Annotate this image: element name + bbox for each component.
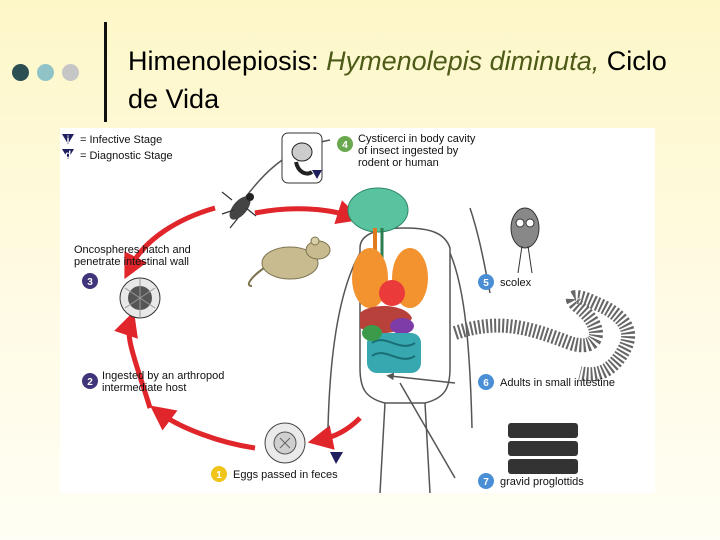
- legend-diagnostic-text: = Diagnostic Stage: [80, 150, 173, 162]
- step-7-number: 7: [483, 477, 489, 488]
- legend-infective-marker: i: [67, 135, 70, 146]
- life-cycle-svg: i = Infective Stage d = Diagnostic Stage: [62, 132, 636, 493]
- step-2-line2: intermediate host: [102, 382, 186, 394]
- title-scientific-name: Hymenolepis diminuta,: [326, 46, 600, 76]
- step-1-number: 1: [216, 470, 222, 481]
- slide-title: Himenolepiosis: Hymenolepis diminuta, Ci…: [128, 42, 688, 118]
- pointer-adults: [386, 372, 456, 384]
- arrow-3-to-insect: [124, 205, 216, 280]
- cysticercoid-icon: [281, 132, 323, 184]
- step-1: 1 Eggs passed in feces: [211, 466, 338, 482]
- human-body-icon: [327, 187, 473, 493]
- step-4-line2: of insect ingested by: [358, 145, 459, 157]
- bullet-dot-dark: [12, 64, 29, 81]
- step-3: Oncospheres hatch and penetrate intestin…: [74, 244, 191, 289]
- step-4: 4 Cysticerci in body cavity of insect in…: [337, 133, 476, 169]
- bullet-dot-teal: [37, 64, 54, 81]
- step-2-line1: Ingested by an arthropod: [102, 370, 224, 382]
- step-1-text: Eggs passed in feces: [233, 469, 338, 481]
- legend-diagnostic-marker: d: [65, 150, 71, 161]
- arrow-human-to-1: [307, 416, 362, 450]
- title-prefix: Himenolepiosis:: [128, 46, 327, 76]
- proglottids-icon: [508, 423, 578, 474]
- legend-diagnostic: d = Diagnostic Stage: [62, 149, 173, 162]
- oncosphere-icon: [119, 277, 161, 319]
- step-6-text: Adults in small intestine: [500, 377, 615, 389]
- step-2: 2 Ingested by an arthropod intermediate …: [82, 370, 224, 394]
- diagnostic-stage-icon: [62, 149, 74, 159]
- legend-infective: i = Infective Stage: [62, 134, 162, 146]
- step-3-line1: Oncospheres hatch and: [74, 244, 191, 256]
- egg-icon: [264, 422, 343, 464]
- rat-icon: [247, 236, 331, 287]
- arrow-4-to-human: [254, 200, 362, 225]
- title-divider: [104, 22, 107, 122]
- adult-worm-icon: [452, 290, 636, 382]
- infective-stage-icon: [62, 134, 74, 144]
- step-7-text: gravid proglottids: [500, 476, 584, 488]
- step-6: 6 Adults in small intestine: [478, 374, 615, 390]
- legend-infective-text: = Infective Stage: [80, 134, 162, 146]
- step-4-line1: Cysticerci in body cavity: [358, 133, 476, 145]
- arrow-2-to-3: [114, 311, 153, 409]
- bullet-dots: [12, 64, 79, 81]
- step-4-number: 4: [342, 140, 348, 151]
- bullet-dot-gray: [62, 64, 79, 81]
- arrow-1-to-2: [149, 405, 256, 451]
- step-6-number: 6: [483, 378, 489, 389]
- insect-icon: [221, 191, 257, 229]
- pointer-proglottids: [399, 382, 456, 479]
- title-suffix: Ciclo de Vida: [128, 46, 667, 114]
- step-3-number: 3: [87, 277, 93, 288]
- step-5-number: 5: [483, 278, 489, 289]
- step-3-line2: penetrate intestinal wall: [74, 256, 189, 268]
- step-2-number: 2: [87, 377, 93, 388]
- step-5: 5 scolex: [478, 274, 532, 290]
- scolex-icon: [510, 207, 540, 274]
- step-4-line3: rodent or human: [358, 157, 439, 169]
- step-5-text: scolex: [500, 277, 532, 289]
- egg-diagnostic-marker: [330, 452, 343, 464]
- step-7: 7 gravid proglottids: [478, 473, 584, 489]
- life-cycle-diagram: i = Infective Stage d = Diagnostic Stage: [60, 128, 655, 493]
